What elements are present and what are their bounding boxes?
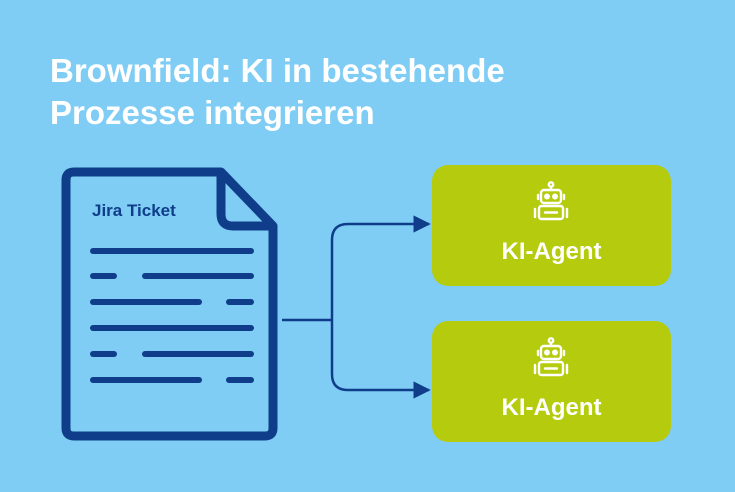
robot-icon (533, 181, 569, 221)
agent-card-2: KI-Agent (432, 321, 671, 442)
title-line-2: Prozesse integrieren (50, 94, 375, 131)
agent-card-1: KI-Agent (432, 165, 671, 286)
document-text-lines (90, 248, 254, 383)
document-icon: Jira Ticket (61, 167, 278, 441)
document-fold (216, 172, 273, 231)
arrow-to-agent-1 (330, 215, 431, 320)
document-label: Jira Ticket (92, 201, 176, 220)
title-line-1: Brownfield: KI in bestehende (50, 52, 505, 89)
page-title: Brownfield: KI in bestehende Prozesse in… (50, 50, 670, 134)
agent-label: KI-Agent (501, 238, 602, 265)
agent-label: KI-Agent (501, 394, 602, 421)
robot-icon (533, 337, 569, 377)
arrow-to-agent-2 (330, 320, 431, 399)
connector-arrows (282, 215, 431, 399)
document-outline (61, 167, 278, 441)
